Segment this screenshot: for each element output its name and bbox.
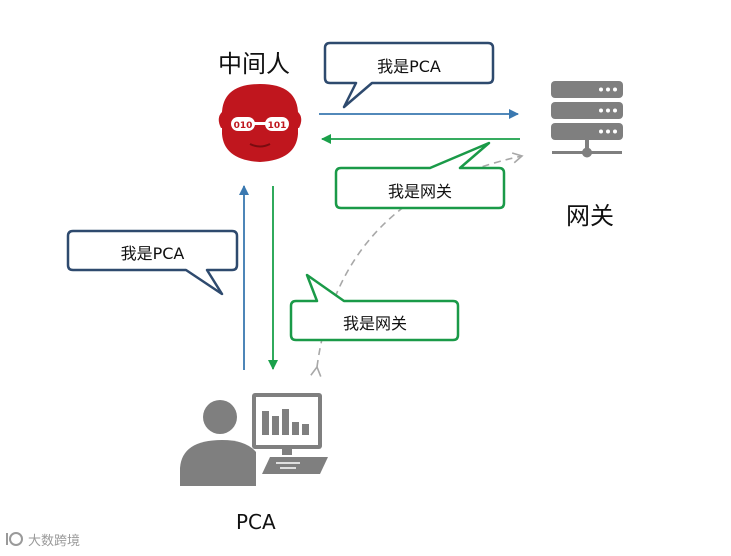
bubble-lower-gateway-text: 我是网关 [342, 314, 407, 333]
client-label: PCA [236, 510, 276, 534]
watermark: 大数跨境 [4, 528, 80, 550]
bubble-left-pca [66, 229, 239, 296]
bubble-lower-gateway [289, 273, 460, 342]
bubble-mid-gateway-text: 我是网关 [387, 182, 452, 201]
svg-text:101: 101 [268, 121, 287, 131]
gateway-label: 网关 [566, 202, 614, 230]
bubble-top-pca-text: 我是PCA [377, 57, 441, 76]
bubble-top-pca [323, 41, 495, 109]
client-pca-icon [180, 393, 328, 486]
watermark-logo-icon [6, 532, 23, 546]
attacker-label: 中间人 [218, 50, 290, 78]
watermark-text: 大数跨境 [28, 533, 81, 549]
gateway-server-icon [551, 81, 623, 158]
bubble-mid-gateway [334, 141, 506, 210]
attacker-icon: 010 101 [218, 84, 302, 162]
bubble-left-pca-text: 我是PCA [120, 244, 185, 263]
svg-text:010: 010 [234, 121, 253, 131]
